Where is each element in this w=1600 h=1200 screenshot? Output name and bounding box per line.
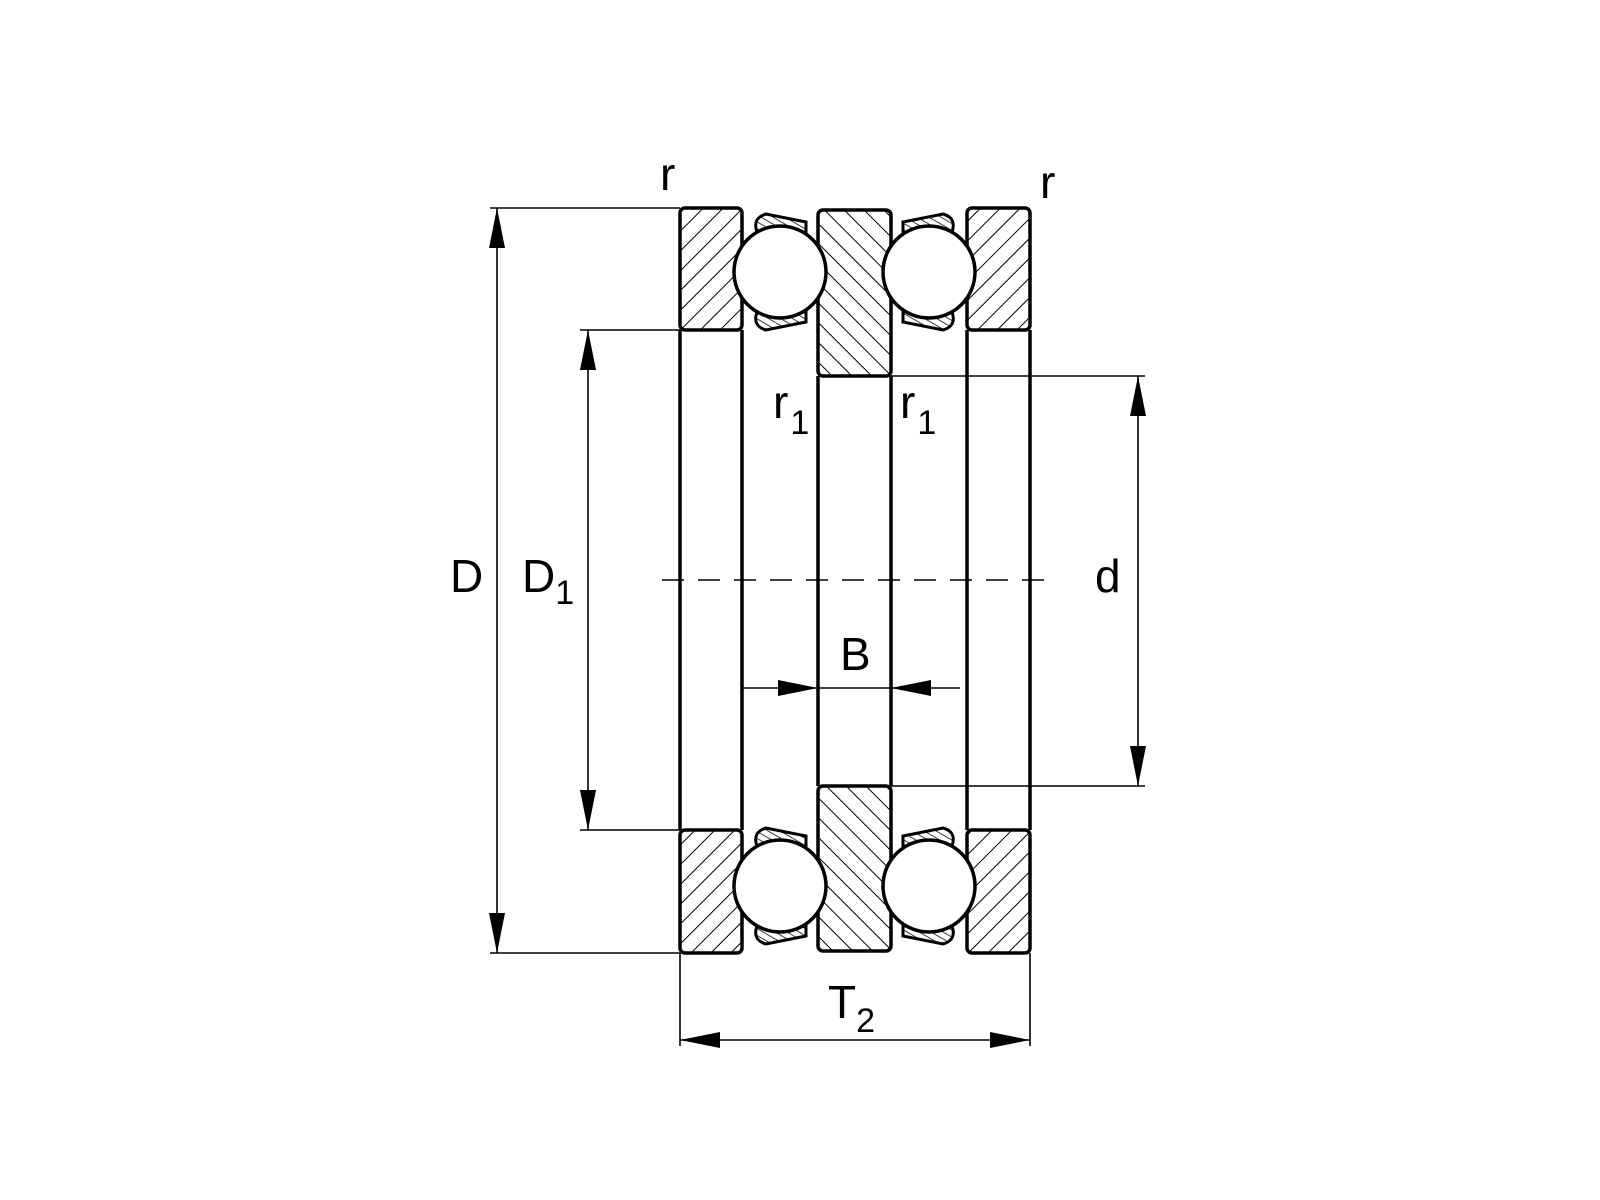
label-D: D <box>450 550 483 602</box>
label-D1: D1 <box>522 550 574 612</box>
dimension-D1 <box>580 329 680 831</box>
dimension-T2 <box>679 953 1031 1048</box>
label-r-right: r <box>1040 156 1055 208</box>
ball <box>732 838 828 934</box>
ball <box>732 224 828 320</box>
label-r1-left: r1 <box>773 376 809 442</box>
dimension-D <box>489 207 680 954</box>
label-r-left: r <box>660 148 675 200</box>
label-r1-right: r1 <box>900 376 936 442</box>
label-T2: T2 <box>828 976 875 1040</box>
right-housing-washer <box>965 206 1032 955</box>
label-d: d <box>1095 550 1121 602</box>
ball <box>881 224 977 320</box>
label-B: B <box>840 628 871 680</box>
dimension-d <box>891 375 1146 787</box>
ball <box>881 838 977 934</box>
balls <box>732 224 977 934</box>
